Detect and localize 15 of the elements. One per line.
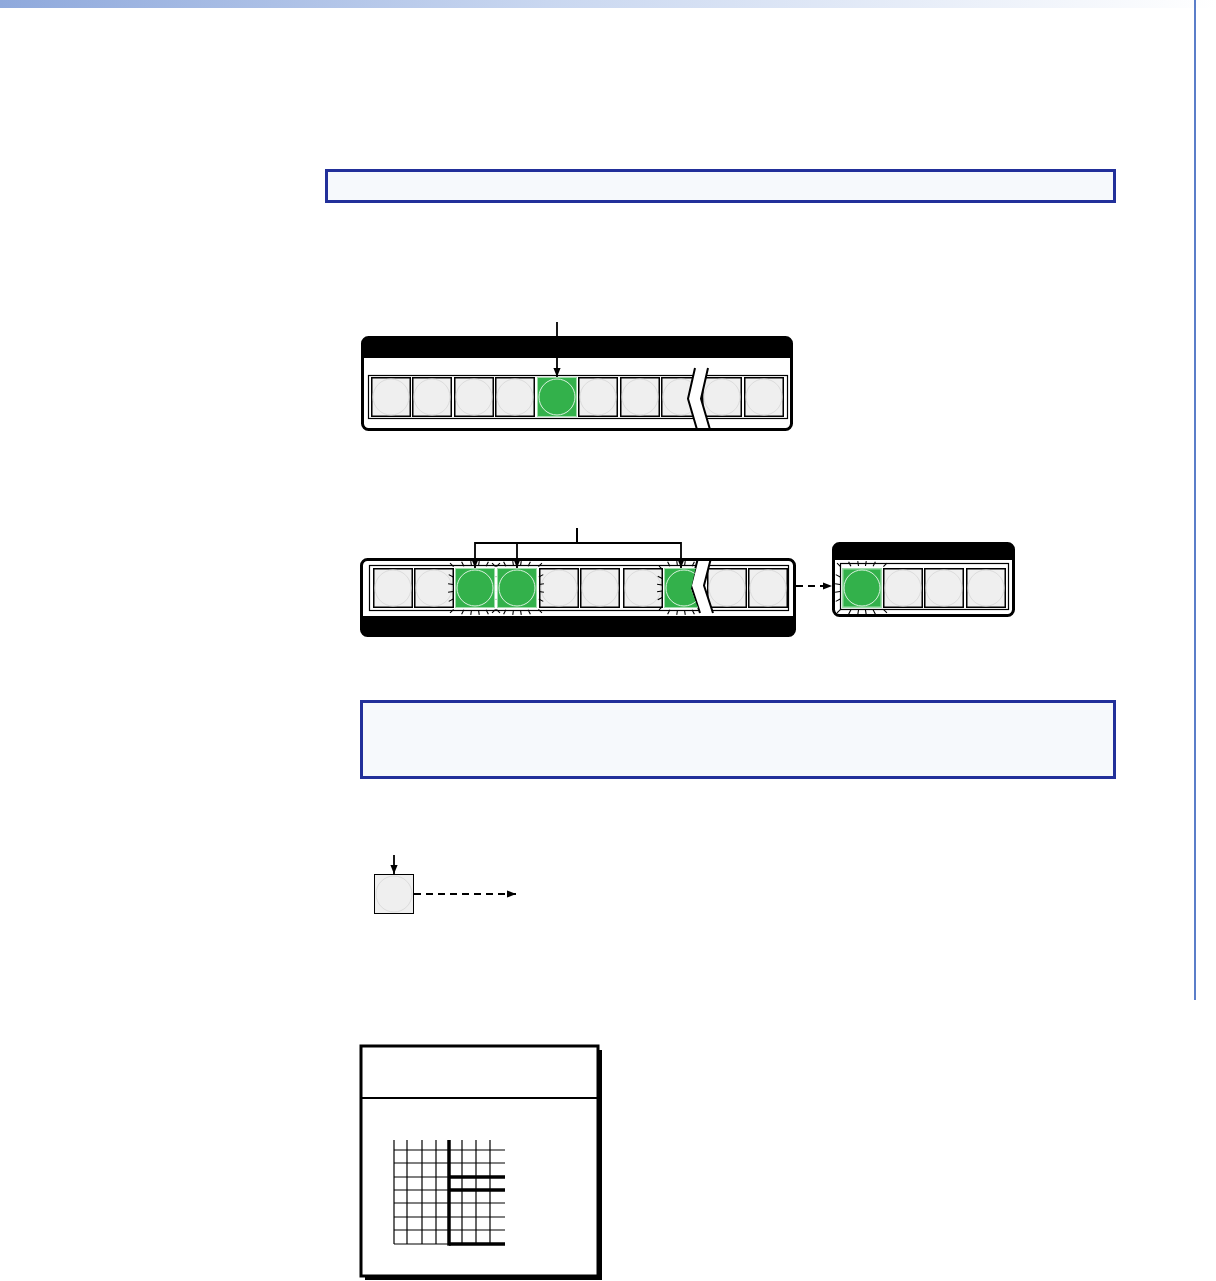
button-panel (360, 558, 796, 637)
dashed-arrow (414, 890, 516, 898)
blinking-button (455, 568, 495, 608)
arrow (553, 321, 561, 378)
note-box (360, 700, 1116, 779)
blinking-button (664, 568, 698, 608)
dashed-arrow (796, 582, 832, 590)
arrow (390, 854, 398, 875)
blinking-button (497, 568, 537, 608)
note-box (325, 169, 1116, 203)
button-panel (832, 542, 1015, 617)
lit-button (537, 377, 577, 417)
unlit-button (374, 874, 414, 914)
button-panel (361, 336, 793, 431)
arrow (576, 527, 685, 569)
